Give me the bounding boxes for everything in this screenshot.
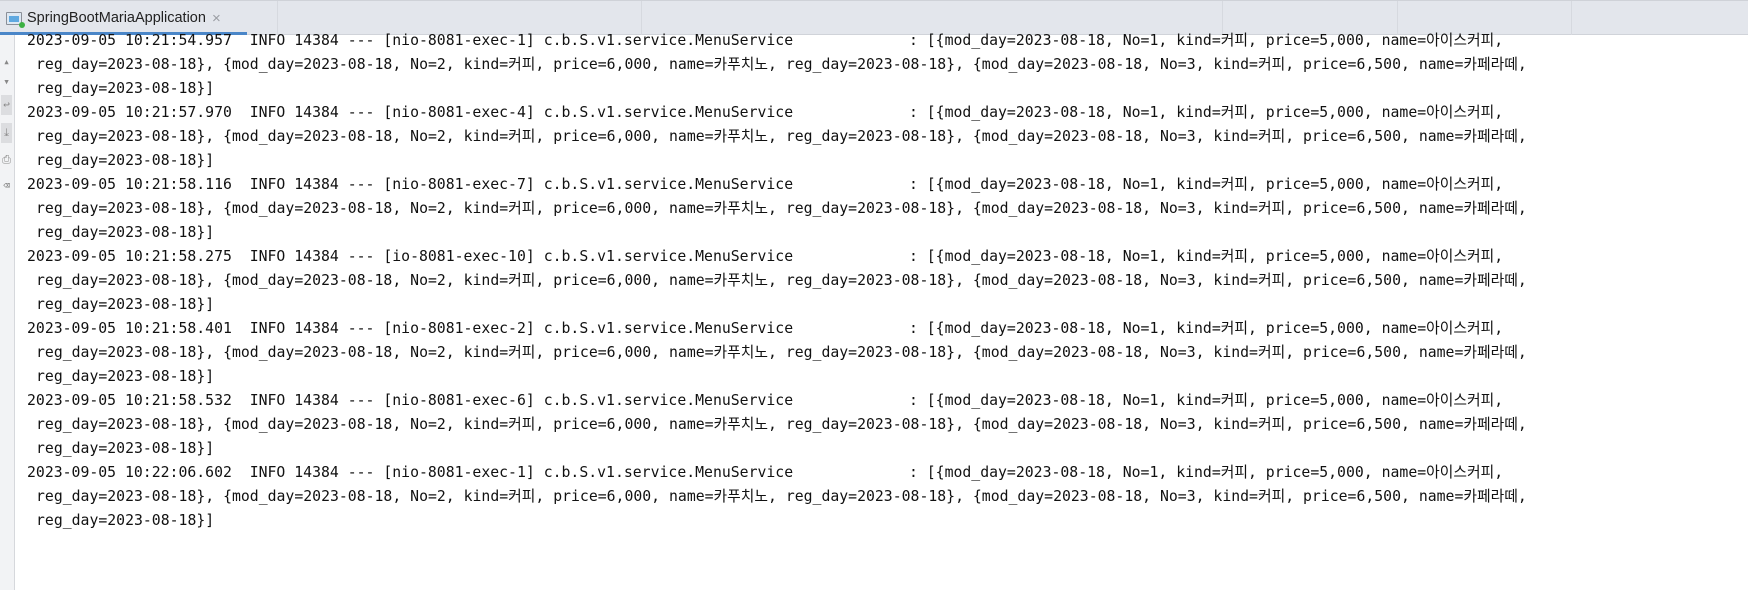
tab-run-console[interactable]: SpringBootMariaApplication × xyxy=(0,1,247,35)
log-line: 2023-09-05 10:21:58.275 INFO 14384 --- [… xyxy=(27,248,1504,265)
log-line: reg_day=2023-08-18}, {mod_day=2023-08-18… xyxy=(36,128,1527,145)
print-icon[interactable]: ⎙ xyxy=(2,153,11,166)
active-tab-indicator xyxy=(0,32,247,35)
log-line: 2023-09-05 10:22:06.602 INFO 14384 --- [… xyxy=(27,464,1504,481)
log-line: reg_day=2023-08-18}, {mod_day=2023-08-18… xyxy=(36,488,1527,505)
log-line: reg_day=2023-08-18}] xyxy=(36,80,215,97)
log-line: 2023-09-05 10:21:54.957 INFO 14384 --- [… xyxy=(27,32,1504,49)
log-line: reg_day=2023-08-18}] xyxy=(36,440,215,457)
log-line: reg_day=2023-08-18}, {mod_day=2023-08-18… xyxy=(36,200,1527,217)
log-line: 2023-09-05 10:21:58.116 INFO 14384 --- [… xyxy=(27,176,1504,193)
log-entry: 2023-09-05 10:21:58.116 INFO 14384 --- [… xyxy=(27,173,1527,245)
log-entry: 2023-09-05 10:21:57.970 INFO 14384 --- [… xyxy=(27,101,1527,173)
log-line: 2023-09-05 10:21:58.532 INFO 14384 --- [… xyxy=(27,392,1504,409)
console-output: 2023-09-05 10:21:54.957 INFO 14384 --- [… xyxy=(27,29,1527,533)
divider xyxy=(1571,1,1572,35)
log-line: reg_day=2023-08-18}] xyxy=(36,368,215,385)
log-line: reg_day=2023-08-18}] xyxy=(36,152,215,169)
log-entry: 2023-09-05 10:21:58.401 INFO 14384 --- [… xyxy=(27,317,1527,389)
soft-wrap-icon[interactable]: ↩ xyxy=(1,95,12,115)
log-entry: 2023-09-05 10:21:54.957 INFO 14384 --- [… xyxy=(27,29,1527,101)
tab-title: SpringBootMariaApplication xyxy=(27,10,206,26)
console-toolbar: ▴ ▾ ↩ ⤓ ⎙ ⌫ xyxy=(0,35,15,590)
scroll-down-icon[interactable]: ▾ xyxy=(3,75,10,88)
divider xyxy=(641,1,642,35)
log-line: 2023-09-05 10:21:58.401 INFO 14384 --- [… xyxy=(27,320,1504,337)
tab-bar: SpringBootMariaApplication × xyxy=(0,0,1748,35)
log-entry: 2023-09-05 10:22:06.602 INFO 14384 --- [… xyxy=(27,461,1527,533)
log-line: reg_day=2023-08-18}] xyxy=(36,224,215,241)
log-line: reg_day=2023-08-18}, {mod_day=2023-08-18… xyxy=(36,272,1527,289)
log-entry: 2023-09-05 10:21:58.532 INFO 14384 --- [… xyxy=(27,389,1527,461)
log-line: reg_day=2023-08-18}] xyxy=(36,296,215,313)
log-entry: 2023-09-05 10:21:58.275 INFO 14384 --- [… xyxy=(27,245,1527,317)
divider xyxy=(1222,1,1223,35)
scroll-up-icon[interactable]: ▴ xyxy=(3,55,10,68)
scroll-to-end-icon[interactable]: ⤓ xyxy=(1,123,12,143)
console-run-icon xyxy=(6,11,25,28)
log-line: reg_day=2023-08-18}, {mod_day=2023-08-18… xyxy=(36,416,1527,433)
log-line: reg_day=2023-08-18}, {mod_day=2023-08-18… xyxy=(36,56,1527,73)
clear-icon[interactable]: ⌫ xyxy=(3,179,10,192)
log-line: reg_day=2023-08-18}, {mod_day=2023-08-18… xyxy=(36,344,1527,361)
close-icon[interactable]: × xyxy=(211,9,221,27)
divider xyxy=(1397,1,1398,35)
divider xyxy=(277,1,278,35)
log-line: 2023-09-05 10:21:57.970 INFO 14384 --- [… xyxy=(27,104,1504,121)
log-line: reg_day=2023-08-18}] xyxy=(36,512,215,529)
